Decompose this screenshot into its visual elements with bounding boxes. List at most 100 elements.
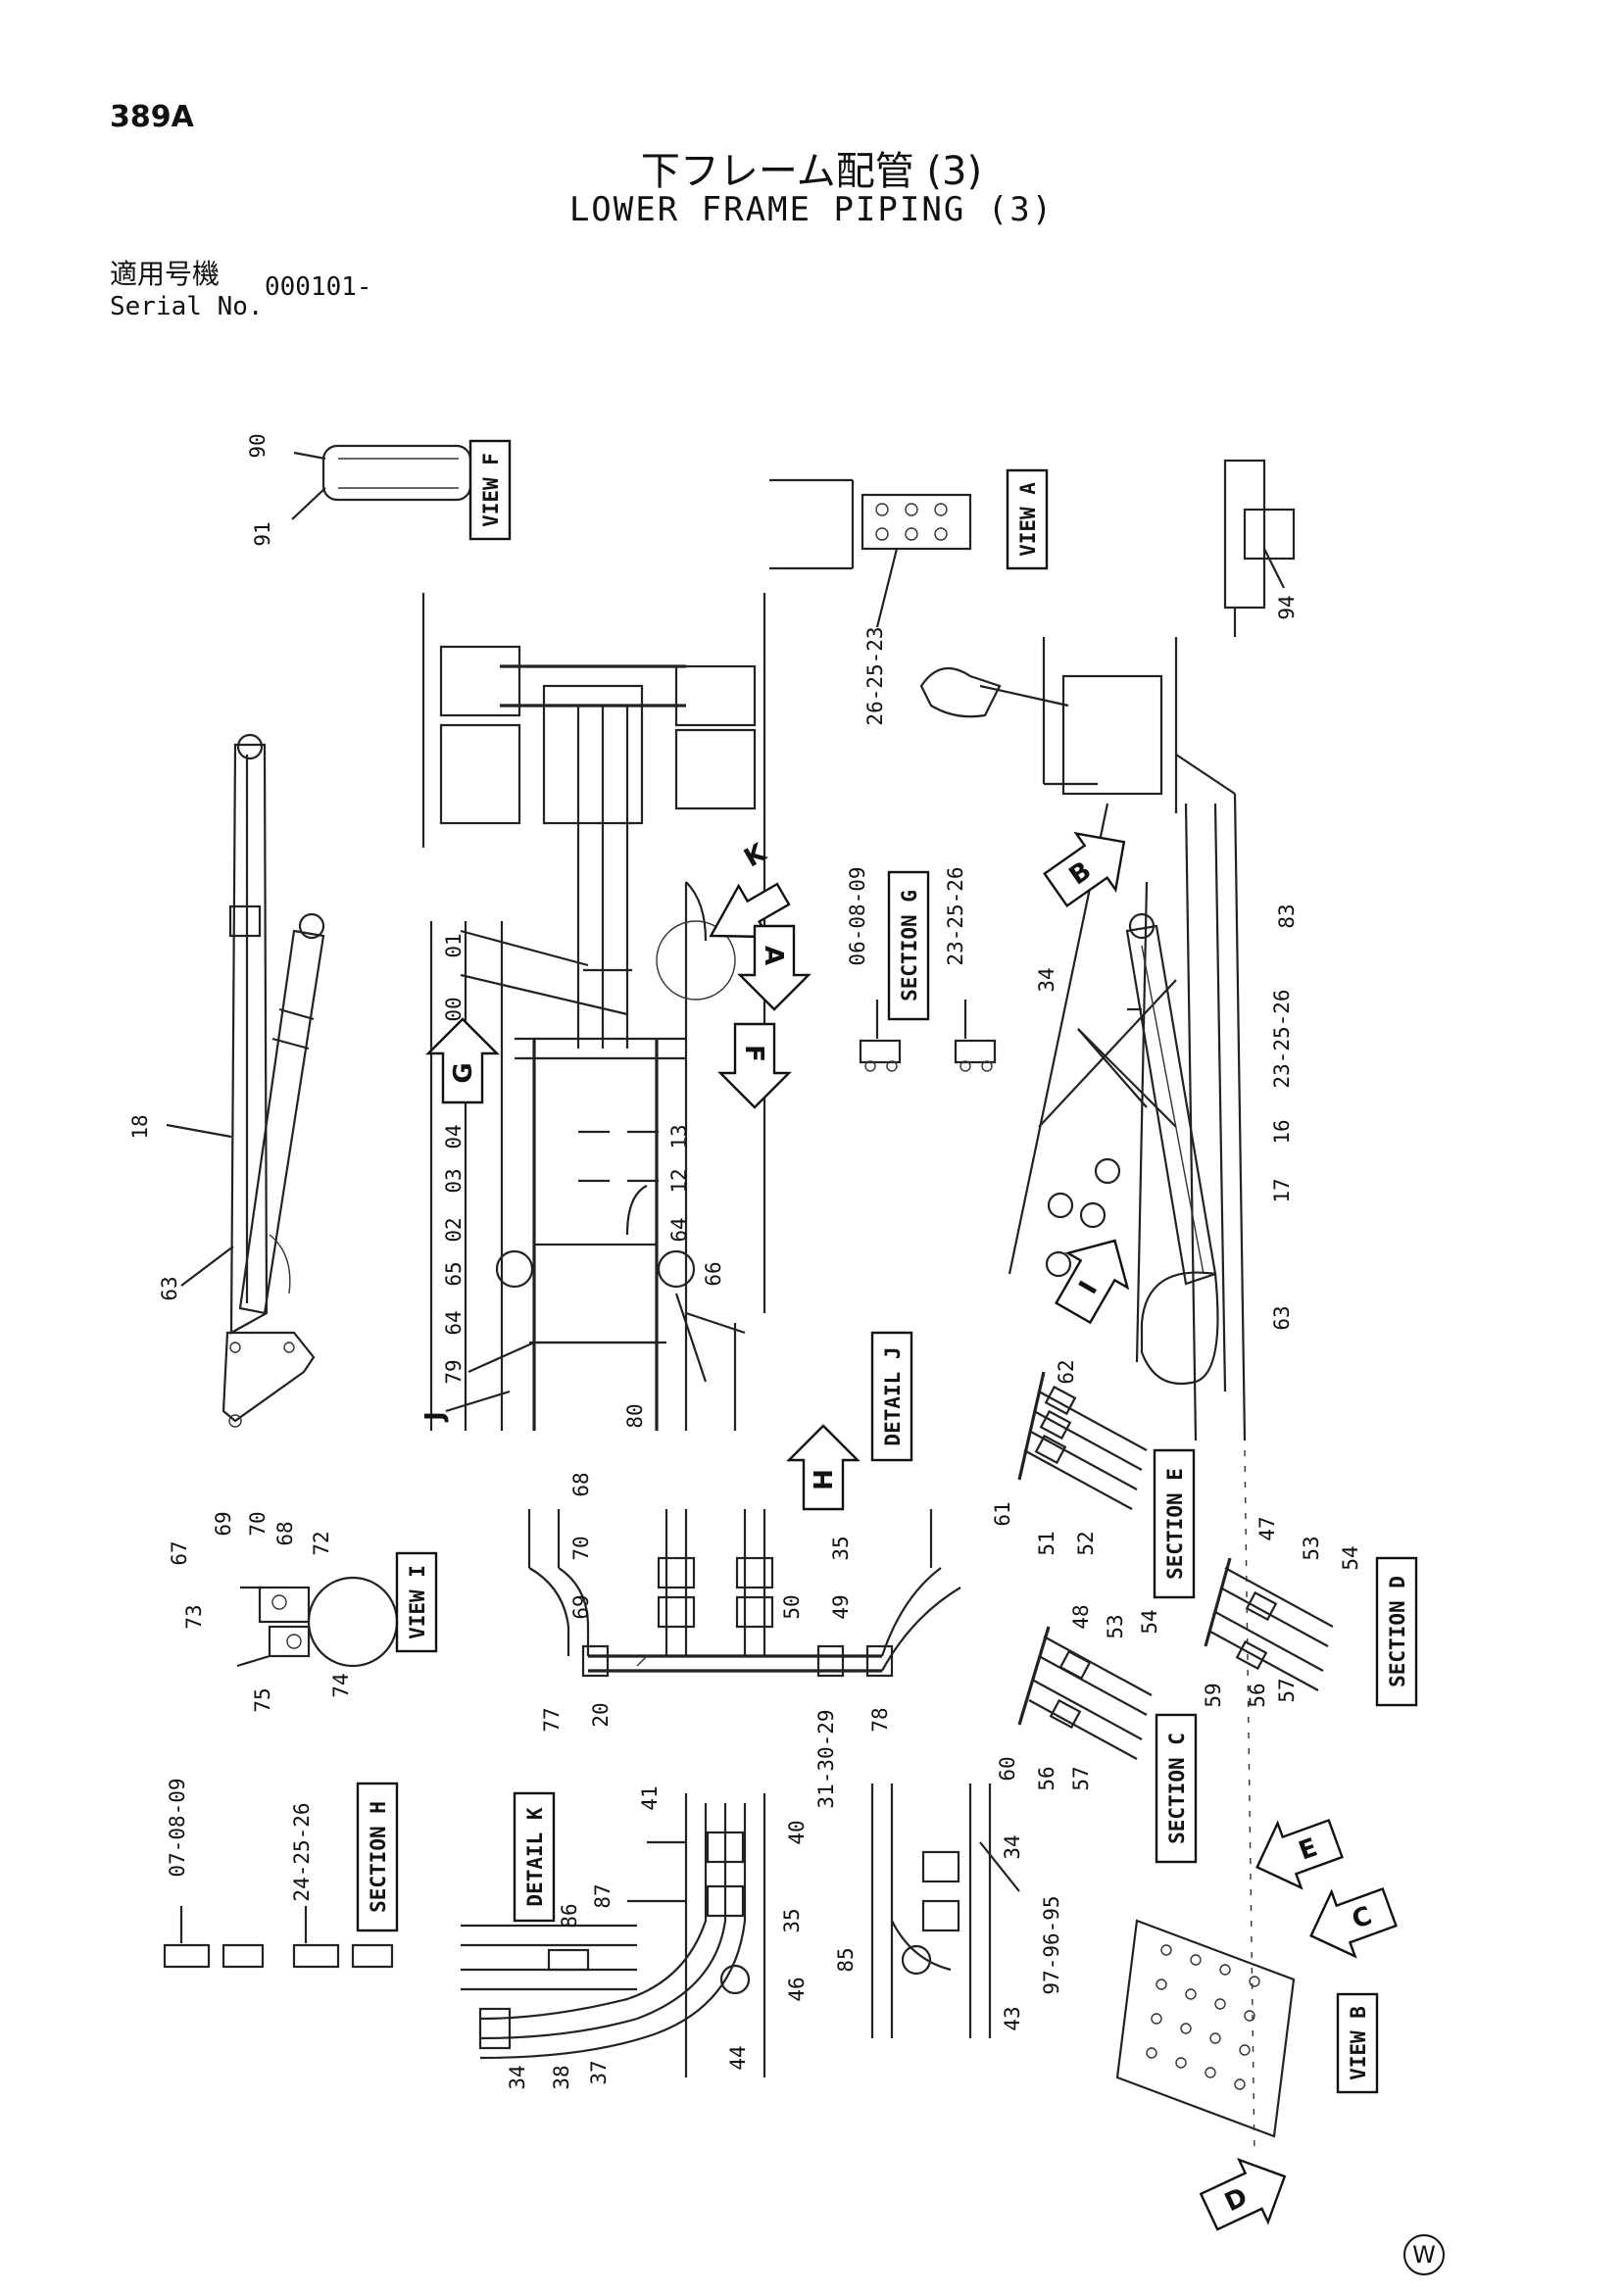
part-number-label: 16: [1270, 1119, 1294, 1144]
part-number-label: 63: [1270, 1305, 1294, 1330]
svg-text:J: J: [420, 1411, 450, 1423]
svg-text:SECTION E: SECTION E: [1163, 1468, 1187, 1580]
bottom-center-piping: [870, 1783, 1020, 2038]
part-number-label: 68: [273, 1521, 297, 1545]
part-number-label: 00: [442, 997, 466, 1021]
serial-label-japanese: 適用号機: [110, 258, 221, 290]
part-number-label: 20: [589, 1702, 613, 1727]
part-number-label: 50: [780, 1594, 804, 1619]
part-number-label: 41: [638, 1785, 662, 1810]
part-number-label: 61: [991, 1501, 1014, 1526]
part-number-label: 54: [1138, 1609, 1161, 1634]
section-h-label: SECTION H: [356, 1782, 399, 1932]
view-f-drawing: [291, 444, 472, 520]
part-number-label: 24-25-26: [290, 1802, 314, 1901]
part-number-label: 90: [246, 433, 270, 458]
part-number-label: 54: [1339, 1545, 1362, 1570]
part-number-label: 53: [1300, 1536, 1323, 1560]
part-number-label: 57: [1275, 1678, 1299, 1702]
section-d-drawing: [1204, 1557, 1334, 1691]
watermark-symbol: W: [1403, 2234, 1445, 2275]
part-number-label: 44: [726, 2045, 750, 2070]
section-g-drawing: [859, 1000, 997, 1072]
part-number-label: 12: [667, 1168, 691, 1193]
part-number-label: 75: [251, 1687, 274, 1712]
part-number-label: 17: [1270, 1178, 1294, 1202]
section-e-drawing: [1017, 1371, 1148, 1510]
left-boom-assembly: [166, 733, 325, 1428]
part-number-label: 86: [558, 1903, 581, 1928]
part-number-label: 73: [182, 1604, 206, 1629]
svg-text:A: A: [759, 946, 788, 965]
part-number-label: 68: [569, 1472, 593, 1496]
svg-text:VIEW I: VIEW I: [406, 1565, 429, 1639]
part-number-label: 34: [1001, 1834, 1024, 1859]
part-number-label: 48: [1069, 1604, 1093, 1629]
view-i-drawing: [236, 1576, 399, 1668]
part-number-label: 85: [834, 1947, 858, 1972]
part-number-label: 02: [442, 1217, 466, 1242]
part-number-label: 87: [591, 1883, 615, 1908]
arrow-j-label: J: [420, 1390, 511, 1423]
detail-j-drawing: [527, 1509, 961, 1678]
part-number-label: 34: [1035, 967, 1058, 992]
svg-text:DETAIL K: DETAIL K: [523, 1807, 547, 1907]
part-number-label: 23-25-26: [1270, 989, 1294, 1088]
svg-text:SECTION G: SECTION G: [898, 890, 921, 1001]
part-number-label: 31-30-29: [814, 1709, 838, 1808]
part-number-label: 51: [1035, 1531, 1058, 1555]
part-number-label: 72: [310, 1531, 333, 1555]
part-number-label: 56: [1246, 1683, 1269, 1707]
section-c-label: SECTION C: [1155, 1713, 1198, 1864]
svg-text:VIEW B: VIEW B: [1347, 2006, 1370, 2080]
serial-label-english: Serial No.: [110, 292, 264, 321]
part-number-label: 97-96-95: [1040, 1895, 1063, 1994]
arrow-d: D: [1199, 2157, 1287, 2231]
part-number-label: 35: [829, 1536, 853, 1560]
view-i-label: VIEW I: [395, 1551, 438, 1653]
part-number-label: 03: [442, 1168, 466, 1193]
part-number-label: 78: [868, 1707, 892, 1732]
section-g-label: SECTION G: [887, 870, 930, 1021]
svg-text:VIEW F: VIEW F: [479, 453, 503, 527]
part-number-label: 64: [667, 1217, 691, 1242]
view-a-label: VIEW A: [1006, 468, 1049, 570]
part-number-label: 23-25-26: [944, 866, 967, 965]
part-number-label: 18: [128, 1114, 152, 1139]
page-title-english: LOWER FRAME PIPING (3): [568, 190, 1055, 229]
svg-text:DETAIL J: DETAIL J: [881, 1346, 905, 1445]
view-f-label: VIEW F: [468, 439, 512, 541]
part-number-label: 49: [829, 1594, 853, 1619]
part-number-label: 04: [442, 1124, 466, 1148]
part-number-label: 91: [251, 521, 274, 546]
part-number-label: 38: [550, 2065, 573, 2089]
arrow-c: C: [1309, 1886, 1398, 1959]
svg-text:SECTION D: SECTION D: [1386, 1576, 1409, 1687]
detail-j-label: DETAIL J: [870, 1331, 913, 1462]
part-number-label: 67: [168, 1540, 191, 1565]
svg-text:G: G: [449, 1062, 478, 1083]
arrow-b: B: [1043, 831, 1126, 907]
part-number-label: 70: [569, 1536, 593, 1560]
svg-text:VIEW A: VIEW A: [1016, 482, 1040, 557]
part-number-label: 74: [329, 1673, 353, 1697]
view-b-label: VIEW B: [1336, 1992, 1379, 2094]
page-title-japanese: 下フレーム配管 (3): [640, 149, 983, 194]
arrow-i: I: [1055, 1239, 1130, 1325]
section-e-label: SECTION E: [1153, 1448, 1196, 1599]
part-number-label: 60: [996, 1756, 1019, 1781]
part-number-label: 34: [506, 2065, 529, 2089]
part-number-label: 56: [1035, 1766, 1058, 1790]
right-boom-side-view: [919, 637, 1247, 1441]
part-number-label: 43: [1001, 2006, 1024, 2030]
arrow-a: A: [737, 924, 812, 1011]
view-a-drawing: [769, 478, 972, 628]
part-number-label: 59: [1202, 1683, 1225, 1707]
page-number: 389A: [110, 100, 194, 134]
part-number-label: 77: [540, 1707, 564, 1732]
svg-text:SECTION C: SECTION C: [1165, 1733, 1189, 1844]
section-h-drawing: [163, 1906, 394, 1969]
part-number-label: 80: [623, 1403, 647, 1428]
part-number-label: 83: [1275, 904, 1299, 928]
part-number-label: 01: [442, 933, 466, 957]
